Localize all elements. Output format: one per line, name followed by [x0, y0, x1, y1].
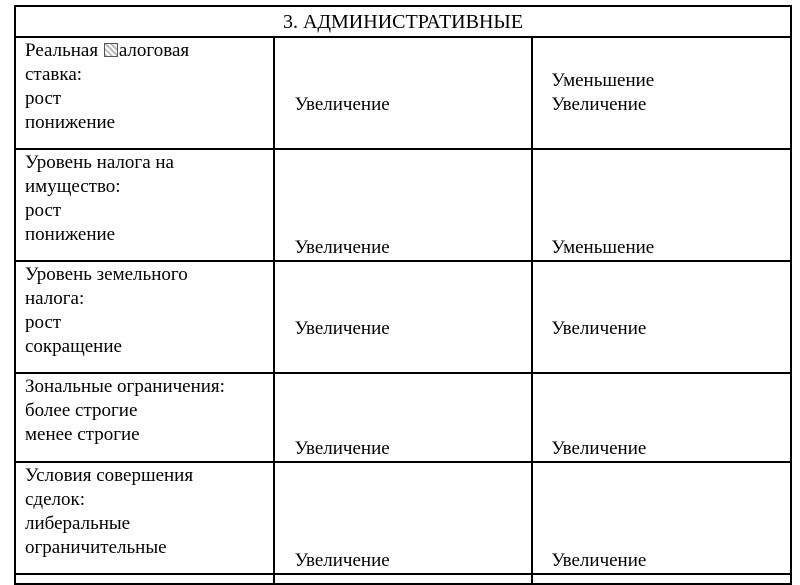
effect-line: Уменьшение: [551, 70, 655, 91]
effect-value-col3: Уменьшение Увеличение: [531, 36, 792, 150]
table-row: Реальная алоговая ставка: рост понижение…: [14, 36, 792, 150]
table-row: Зональные ограничения: более строгие мен…: [14, 372, 792, 463]
effect-value-col2: Увеличение: [272, 260, 534, 374]
row-label-line: имущество:: [25, 176, 121, 197]
table-header-row: 3. АДМИНИСТРАТИВНЫЕ: [14, 5, 792, 38]
effect-value-col2: Увеличение: [272, 36, 534, 150]
effect-line: Увеличение: [551, 94, 647, 115]
row-label: Условия совершения сделок: либеральные о…: [14, 461, 275, 575]
row-label-line: рост: [25, 200, 62, 221]
effect-value-col2: Увеличение: [272, 461, 534, 575]
row-label-text: алоговая: [118, 40, 190, 61]
row-label-line: рост: [25, 88, 62, 109]
effect-value-col3: Увеличение: [531, 461, 792, 575]
table-row: Условия совершения сделок: либеральные о…: [14, 461, 792, 575]
row-label-line: налога:: [25, 288, 85, 309]
row-label: Зональные ограничения: более строгие мен…: [14, 372, 275, 463]
row-label-line: понижение: [25, 112, 116, 133]
missing-character-icon: [103, 43, 118, 57]
row-label-line: ставка:: [25, 64, 83, 85]
table-row: Уровень земельного налога: рост сокращен…: [14, 260, 792, 374]
row-label-line: Условия совершения: [25, 465, 194, 486]
row-label: Реальная алоговая ставка: рост понижение: [14, 36, 275, 150]
effect-value-col2: Увеличение: [272, 148, 534, 262]
partial-cell: [272, 573, 534, 585]
effect-value-col3: Увеличение: [531, 260, 792, 374]
row-label: Уровень налога на имущество: рост пониже…: [14, 148, 275, 262]
row-label-line: сделок:: [25, 489, 86, 510]
row-label-line: понижение: [25, 224, 116, 245]
row-label-line: Зональные ограничения:: [25, 376, 225, 397]
partial-cell: [14, 573, 275, 585]
table-row-partial: [14, 573, 792, 585]
section-title: 3. АДМИНИСТРАТИВНЫЕ: [14, 5, 792, 38]
row-label-line: менее строгие: [25, 424, 140, 445]
effect-value-col2: Увеличение: [272, 372, 534, 463]
row-label-line: Уровень земельного: [25, 264, 188, 285]
row-label-line: сокращение: [25, 336, 122, 357]
table-row: Уровень налога на имущество: рост пониже…: [14, 148, 792, 262]
row-label-line: либеральные: [25, 513, 131, 534]
row-label-text: Реальная: [25, 40, 103, 61]
row-label-line: более строгие: [25, 400, 138, 421]
row-label-line: ограничительные: [25, 537, 167, 558]
effect-value-col3: Уменьшение: [531, 148, 792, 262]
row-label-line: Уровень налога на: [25, 152, 174, 173]
effect-value-col3: Увеличение: [531, 372, 792, 463]
row-label: Уровень земельного налога: рост сокращен…: [14, 260, 275, 374]
partial-cell: [531, 573, 792, 585]
row-label-line: рост: [25, 312, 62, 333]
effects-table: 3. АДМИНИСТРАТИВНЫЕ Реальная алоговая ст…: [14, 5, 792, 585]
